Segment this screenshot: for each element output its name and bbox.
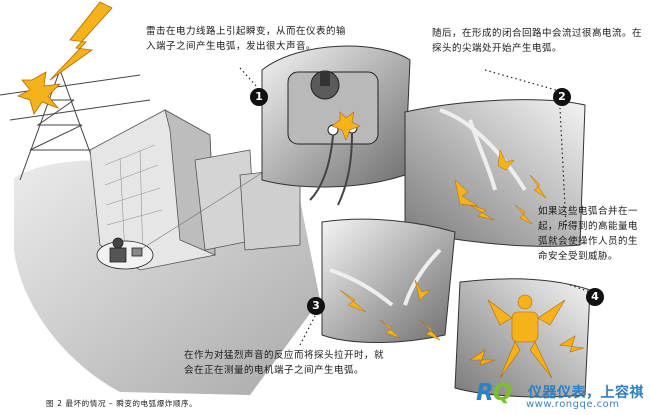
technician bbox=[96, 237, 154, 270]
annotation-step2: 随后，在形成的闭合回路中会流过很高电流。在探头的尖端处开始产生电弧。 bbox=[432, 28, 643, 54]
step-badge-4: 4 bbox=[586, 288, 604, 306]
panel-pulling-probes bbox=[321, 218, 456, 343]
step-badge-3: 3 bbox=[307, 297, 325, 315]
watermark: RQ 仪器仪表，上容祺 www.rongqe.com bbox=[476, 380, 648, 414]
panel-meter bbox=[261, 45, 411, 206]
annotation-step4: 在作为对猛烈声音的反应而将探头拉开时，就会在正在测量的电机端子之间产生电弧。 bbox=[184, 350, 385, 376]
step-badge-2: 2 bbox=[553, 88, 571, 106]
watermark-url: www.rongqe.com bbox=[526, 399, 620, 410]
lightning-bolt bbox=[49, 1, 113, 81]
watermark-logo: RQ bbox=[476, 380, 512, 406]
buildings bbox=[89, 109, 301, 271]
annotation-step3: 如果这些电弧合并在一起，所得到的高能量电弧就会使操作人员的生命安全受到威胁。 bbox=[538, 206, 639, 262]
watermark-name: 仪器仪表，上容祺 bbox=[528, 385, 644, 401]
annotation-step1: 雷击在电力线路上引起瞬变，从而在仪表的输入端子之间产生电弧，发出很大声音。 bbox=[146, 26, 347, 52]
panel-arc-blast bbox=[454, 278, 591, 398]
leader-lines bbox=[239, 67, 591, 346]
step-badge-1: 1 bbox=[250, 88, 268, 106]
figure-caption: 图 2 最坏的情况 – 瞬变的电弧爆炸顺序。 bbox=[46, 399, 198, 408]
arc-flash bbox=[16, 71, 62, 115]
panel-probe-tips bbox=[404, 99, 586, 247]
